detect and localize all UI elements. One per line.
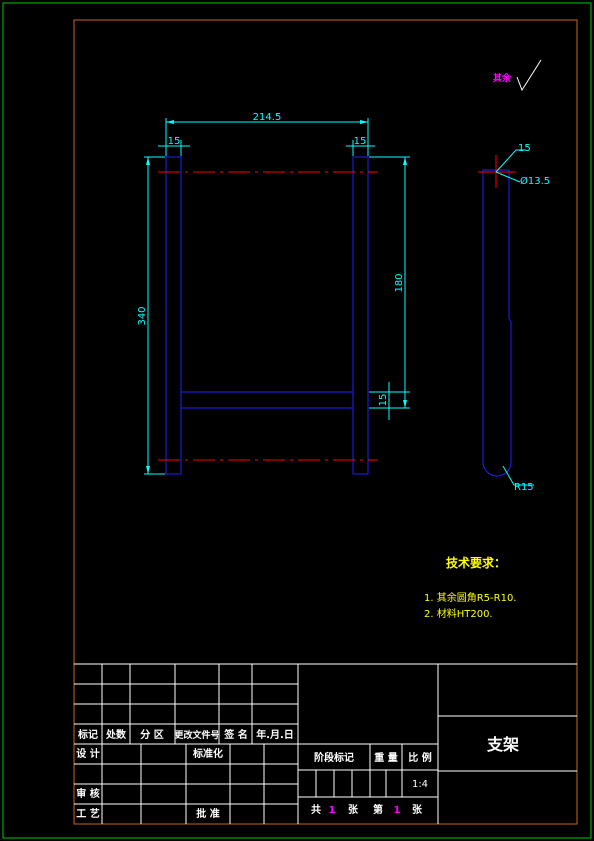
label-design: 设 计 bbox=[76, 747, 99, 760]
dim-hole-diameter: Ø13.5 bbox=[520, 175, 550, 187]
tech-requirements-title: 技术要求： bbox=[446, 555, 506, 570]
title-block bbox=[74, 663, 577, 824]
label-total: 共 bbox=[311, 803, 321, 816]
dim-crossbar-position: 180 bbox=[394, 273, 405, 292]
label-sheet-unit-1: 张 bbox=[348, 803, 359, 816]
front-view bbox=[158, 156, 378, 475]
part-name: 支架 bbox=[486, 735, 519, 754]
label-review: 审 核 bbox=[76, 787, 99, 800]
dim-overall-width: 214.5 bbox=[253, 112, 282, 123]
label-scale: 比 例 bbox=[408, 751, 431, 764]
header-change-doc: 更改文件号 bbox=[174, 729, 219, 741]
side-dimensions bbox=[495, 149, 534, 486]
dim-side-thickness: 15 bbox=[518, 143, 531, 154]
value-total-sheets: 1 bbox=[329, 805, 336, 816]
label-process: 工 艺 bbox=[76, 807, 99, 820]
tech-requirement-1: 1. 其余圆角R5-R10. bbox=[424, 591, 517, 604]
label-index: 第 bbox=[373, 803, 383, 816]
roughness-label: 其余 bbox=[493, 72, 512, 84]
right-leg bbox=[352, 156, 369, 475]
label-approve: 批 准 bbox=[196, 807, 219, 820]
roughness-symbol bbox=[516, 59, 542, 92]
dim-right-leg-width: 15 bbox=[354, 136, 367, 147]
header-mark: 标记 bbox=[77, 728, 98, 741]
dim-overall-height: 340 bbox=[137, 306, 148, 325]
dim-end-radius: R15 bbox=[514, 482, 534, 493]
label-sheet-unit-2: 张 bbox=[412, 803, 423, 816]
tech-requirement-2: 2. 材料HT200. bbox=[424, 607, 493, 620]
dim-crossbar-thickness: 15 bbox=[378, 394, 389, 407]
header-date: 年.月.日 bbox=[256, 728, 294, 741]
label-stage-mark: 阶段标记 bbox=[314, 751, 354, 764]
side-view bbox=[478, 155, 516, 477]
label-standardization: 标准化 bbox=[192, 747, 223, 760]
front-dimensions bbox=[144, 118, 410, 475]
label-weight: 重 量 bbox=[374, 751, 397, 764]
value-scale: 1:4 bbox=[412, 779, 428, 790]
left-leg bbox=[165, 156, 182, 475]
value-sheet-index: 1 bbox=[394, 805, 401, 816]
header-count: 处数 bbox=[105, 728, 127, 741]
inner-border bbox=[73, 19, 578, 825]
side-profile bbox=[482, 169, 512, 477]
header-signature: 签 名 bbox=[223, 728, 247, 741]
dim-left-leg-width: 15 bbox=[168, 136, 181, 147]
header-zone: 分 区 bbox=[140, 728, 163, 741]
